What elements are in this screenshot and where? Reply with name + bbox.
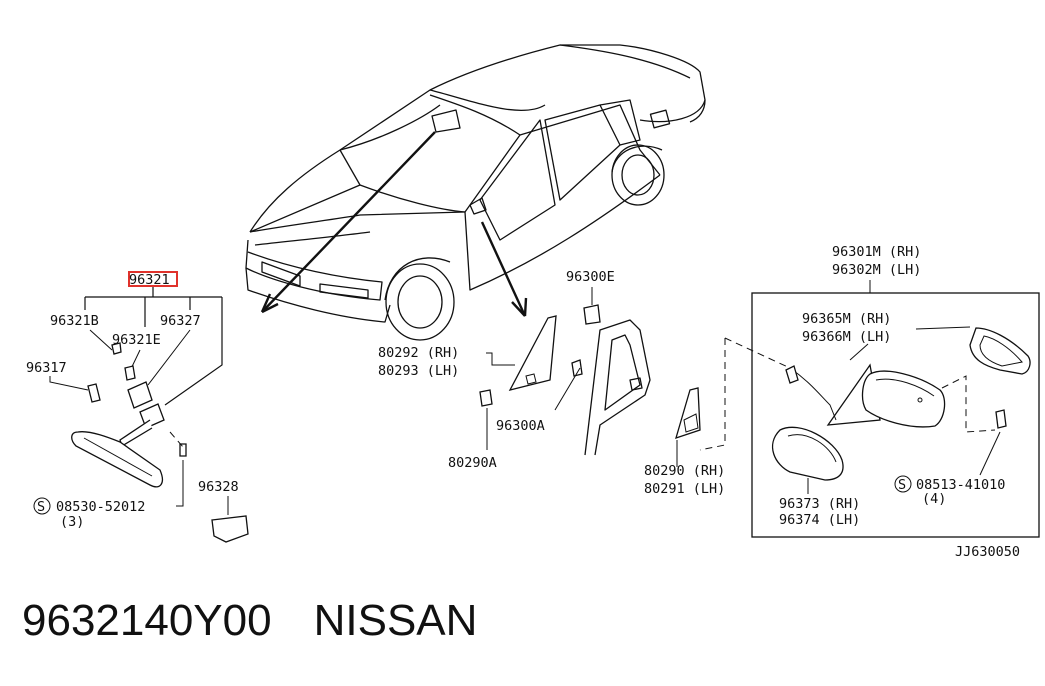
door-mirror-group: 96301M (RH) 96302M (LH) 96365M (RH) 9636…	[699, 244, 1040, 538]
label-08513-qty: (4)	[922, 491, 946, 507]
label-08513-41010[interactable]: 08513-41010	[916, 477, 1005, 493]
door-mirror-part	[861, 370, 946, 428]
part-number: 9632140Y00	[22, 596, 272, 645]
label-80291[interactable]: 80291 (LH)	[644, 481, 725, 497]
label-96327[interactable]: 96327	[160, 313, 201, 329]
label-96321[interactable]: 96321	[129, 272, 170, 288]
screw-symbol-2: S	[898, 477, 906, 493]
label-80290A[interactable]: 80290A	[448, 455, 497, 471]
label-08530-52012[interactable]: 08530-52012	[56, 499, 145, 515]
label-96300A[interactable]: 96300A	[496, 418, 545, 434]
label-96365M[interactable]: 96365M (RH)	[802, 311, 891, 327]
screw-symbol: S	[37, 499, 45, 515]
cover-part	[211, 515, 249, 543]
mount-part	[127, 381, 153, 409]
highlight-box	[128, 271, 178, 287]
label-96317[interactable]: 96317	[26, 360, 67, 376]
drawing-code: JJ630050	[955, 544, 1020, 560]
label-08530-qty: (3)	[60, 514, 84, 530]
garnish-part	[675, 387, 701, 440]
spring-part	[87, 383, 101, 403]
finisher-part	[508, 315, 557, 391]
brand-name: NISSAN	[313, 596, 478, 645]
footer: 9632140Y00 NISSAN	[22, 596, 477, 646]
label-96300E[interactable]: 96300E	[566, 269, 615, 285]
assembly-box	[751, 292, 1040, 538]
car-illustration	[245, 44, 706, 341]
inside-mirror-group: 96321 96321B 96321E 96327 96317 S 08530-…	[26, 271, 249, 543]
label-80292[interactable]: 80292 (RH)	[378, 345, 459, 361]
label-96301M[interactable]: 96301M (RH)	[832, 244, 921, 260]
label-96321B[interactable]: 96321B	[50, 313, 99, 329]
label-96366M[interactable]: 96366M (LH)	[802, 329, 891, 345]
label-80293[interactable]: 80293 (LH)	[378, 363, 459, 379]
label-96374[interactable]: 96374 (LH)	[779, 512, 860, 528]
mirror-cover-part	[771, 426, 844, 481]
label-96302M[interactable]: 96302M (LH)	[832, 262, 921, 278]
label-96373[interactable]: 96373 (RH)	[779, 496, 860, 512]
label-96328[interactable]: 96328	[198, 479, 239, 495]
label-96321E[interactable]: 96321E	[112, 332, 161, 348]
mirror-glass-part	[969, 327, 1031, 375]
corner-finisher-group: 96300E 80292 (RH) 80293 (LH) 96300A 8029…	[378, 269, 725, 497]
mirror-part	[71, 431, 164, 488]
label-80290[interactable]: 80290 (RH)	[644, 463, 725, 479]
